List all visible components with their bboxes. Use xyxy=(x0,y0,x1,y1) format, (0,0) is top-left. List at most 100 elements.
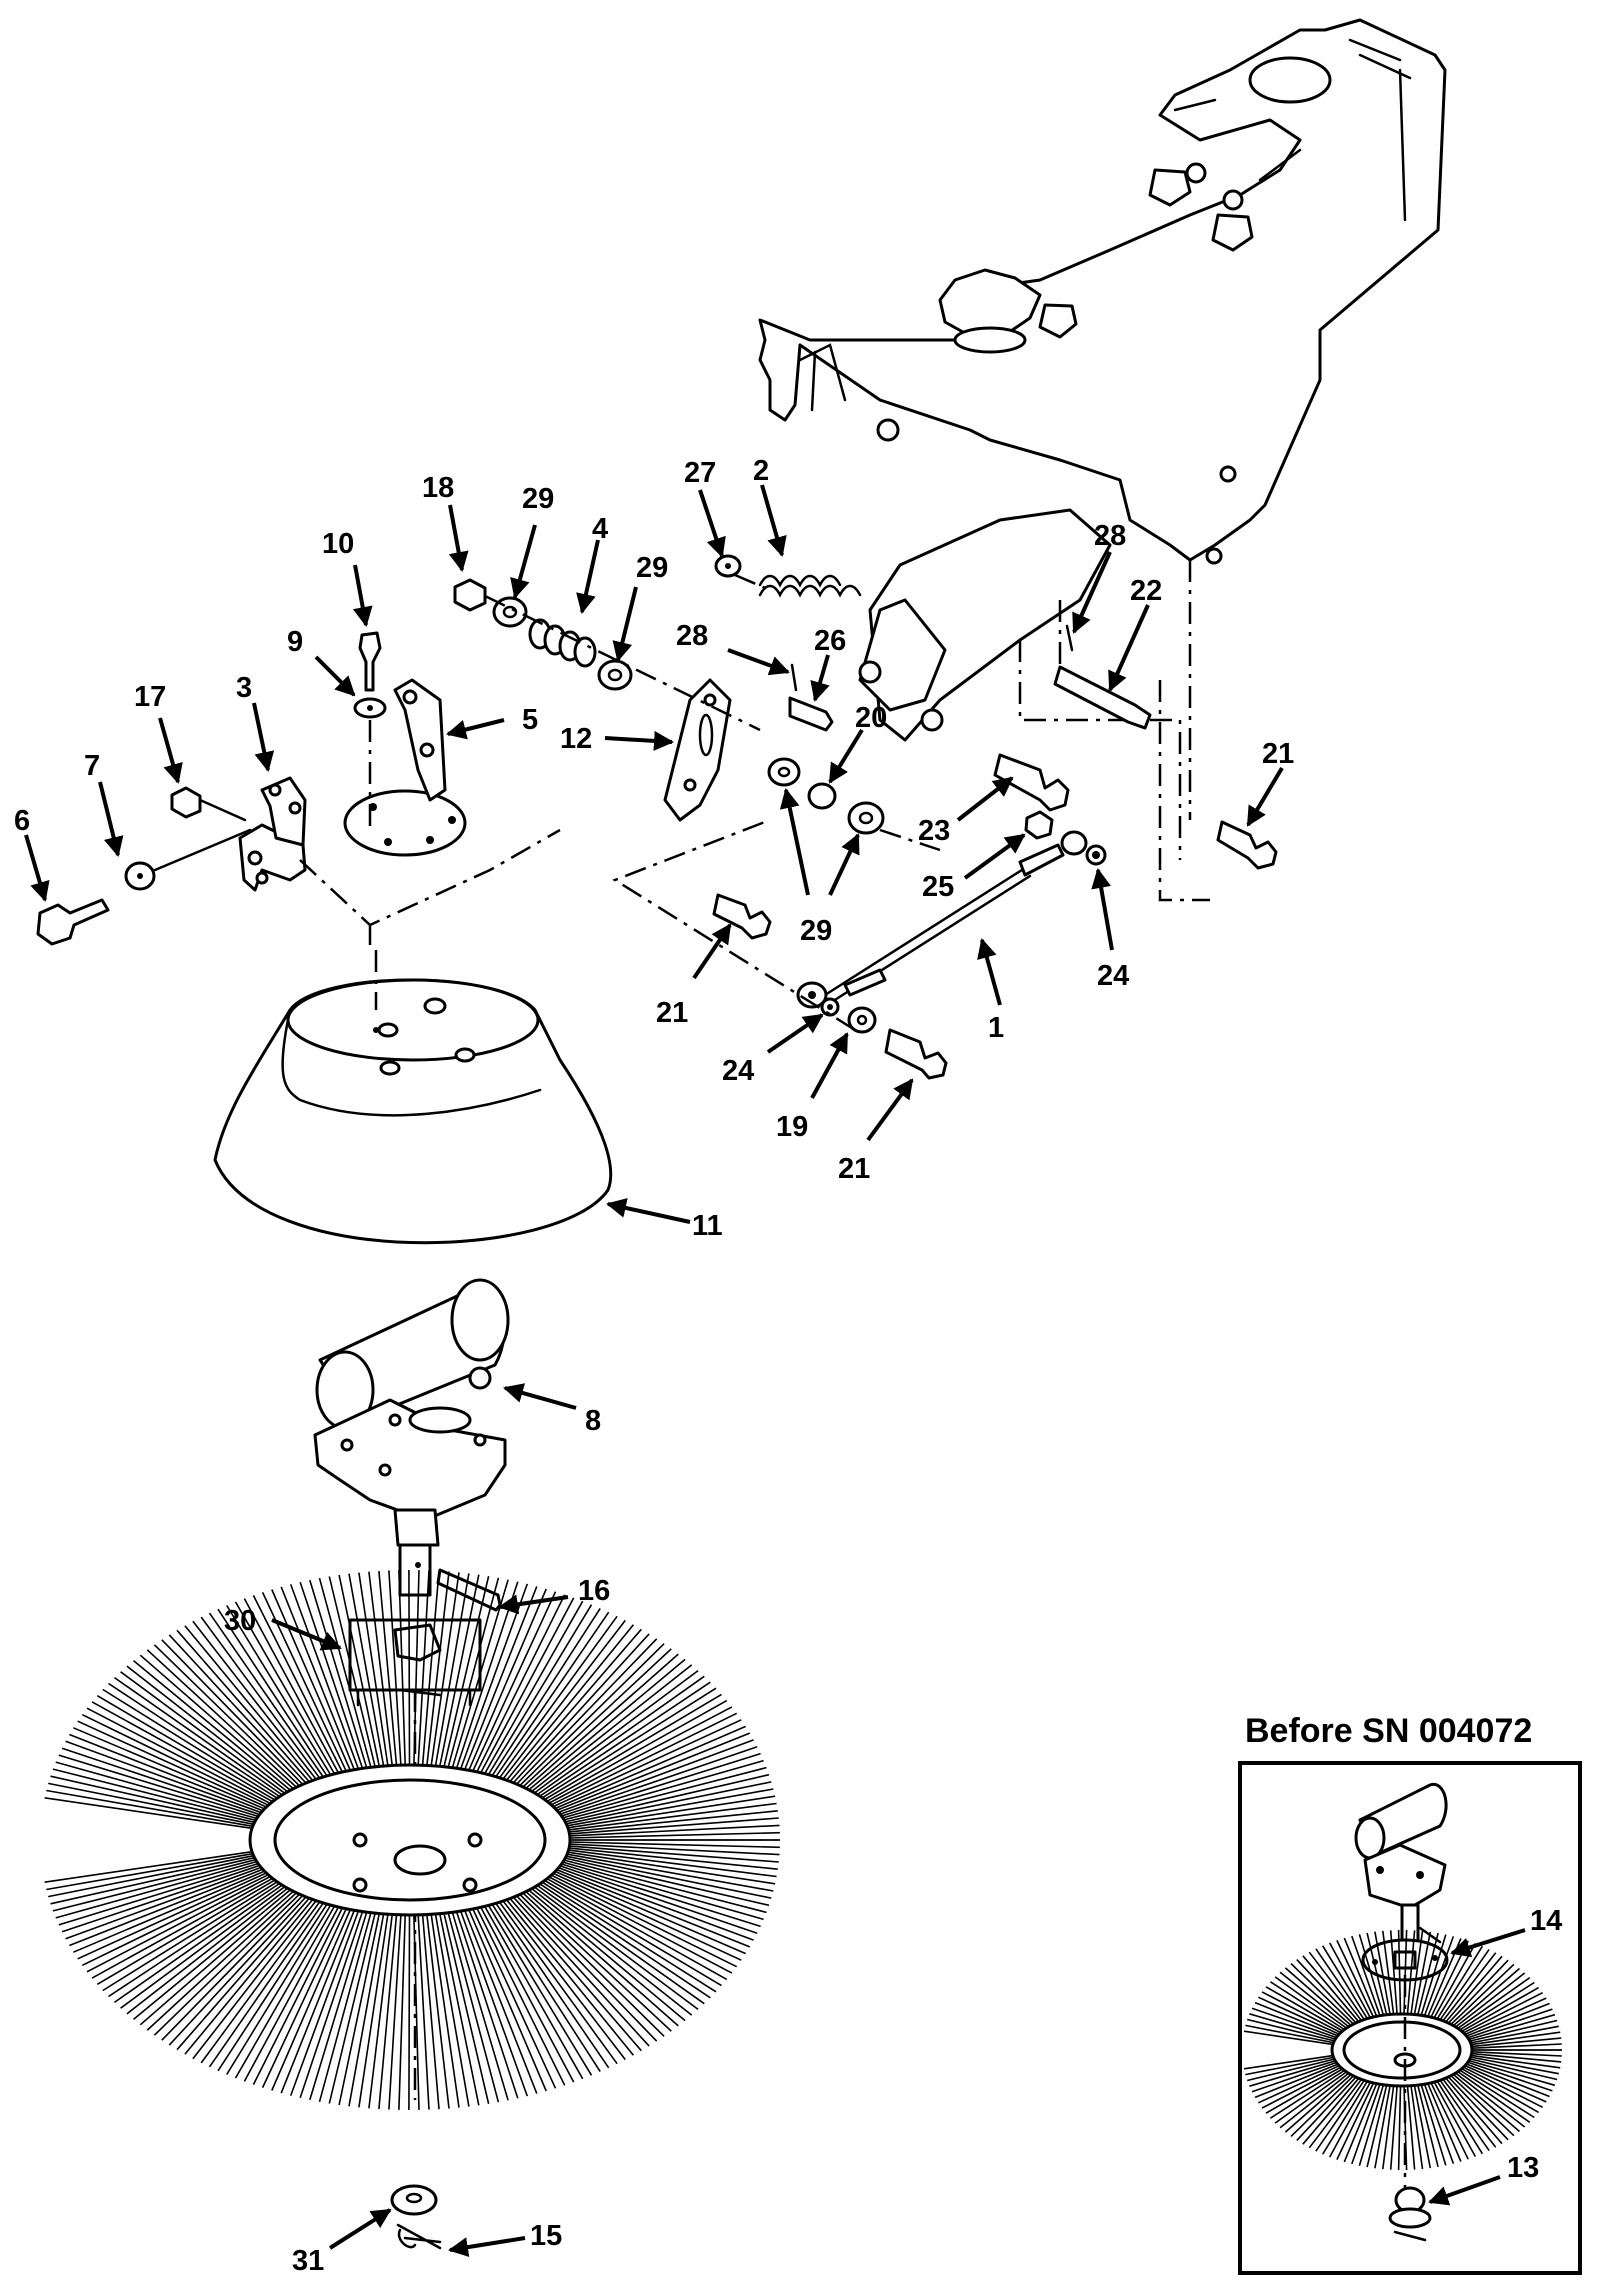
bristle xyxy=(495,1611,610,1778)
bristle xyxy=(534,1669,699,1794)
bristle xyxy=(1251,2007,1337,2039)
bristle xyxy=(525,1891,679,2027)
bristle xyxy=(1274,1976,1347,2029)
bristle xyxy=(505,1624,635,1781)
bristle xyxy=(1254,2001,1338,2037)
bristle xyxy=(509,1897,642,2052)
callout-23: 23 xyxy=(918,815,950,847)
bristle xyxy=(146,1649,297,1788)
bristle xyxy=(408,1914,411,2111)
bristle xyxy=(417,1914,430,2110)
bristle xyxy=(1450,1963,1515,2025)
bristle xyxy=(1436,1945,1484,2020)
bristle xyxy=(443,1576,490,1767)
bristle xyxy=(434,1573,470,1767)
bristle xyxy=(226,1904,332,2075)
bolt-21-middle xyxy=(712,893,772,940)
bristle xyxy=(550,1874,738,1968)
bolt-10 xyxy=(358,631,382,692)
motor-mount-plate xyxy=(343,678,467,857)
cotter-pin-28-left xyxy=(790,663,798,692)
bristle xyxy=(472,1908,557,2089)
bristle xyxy=(1470,2025,1559,2044)
callout-12: 12 xyxy=(560,723,592,755)
bristle xyxy=(1442,2078,1497,2148)
bristle xyxy=(1471,2037,1562,2048)
bristle xyxy=(464,1910,538,2094)
bristle xyxy=(1410,1930,1424,2015)
bristle xyxy=(81,1874,269,1967)
bristle xyxy=(1461,1986,1539,2032)
bristle xyxy=(139,1654,294,1790)
callout-29-top-left: 29 xyxy=(522,483,554,515)
bristle xyxy=(48,1854,254,1898)
bolt-21-lower xyxy=(884,1028,948,1080)
bristle xyxy=(1439,1948,1490,2021)
bristle xyxy=(434,1913,470,2107)
bristle xyxy=(1358,1934,1385,2016)
bristle xyxy=(541,1687,717,1799)
bristle xyxy=(1445,2077,1503,2145)
bristle xyxy=(546,1878,728,1981)
bristle xyxy=(468,1588,547,1771)
bristle xyxy=(1374,2085,1391,2169)
bristle xyxy=(1452,1967,1521,2027)
bristle xyxy=(1397,1929,1402,2015)
washer-29-lower-left xyxy=(767,757,801,787)
inset-title: Before SN 004072 xyxy=(1245,1712,1532,1750)
callout-2: 2 xyxy=(753,455,769,487)
bristle xyxy=(1343,1937,1378,2017)
bristle xyxy=(565,1773,770,1823)
bristle xyxy=(1382,2085,1395,2170)
bristle xyxy=(569,1824,780,1837)
bristle xyxy=(1423,1936,1455,2017)
bristle xyxy=(338,1913,381,2106)
bristle xyxy=(81,1713,269,1806)
bristle xyxy=(243,1598,340,1774)
bristle xyxy=(1290,2075,1354,2137)
bristle xyxy=(44,1850,253,1883)
bristle xyxy=(318,1912,372,2103)
bristle xyxy=(184,1898,314,2055)
callout-3: 3 xyxy=(236,672,252,704)
bristle xyxy=(1358,2084,1385,2166)
clip-15 xyxy=(396,2223,442,2250)
bristle xyxy=(1336,2082,1375,2160)
pin-26 xyxy=(788,696,834,732)
callout-26: 26 xyxy=(814,625,846,657)
bristle xyxy=(226,1605,332,1776)
bristle xyxy=(50,1856,255,1905)
bristle xyxy=(153,1893,301,2036)
bristle xyxy=(1466,2002,1550,2037)
bristle xyxy=(378,1914,398,2110)
bristle xyxy=(1455,1972,1526,2028)
bristle xyxy=(484,1600,584,1775)
bristle xyxy=(1284,2073,1352,2133)
bristle xyxy=(69,1868,263,1947)
bristle xyxy=(1455,2072,1526,2128)
bristle xyxy=(1439,2079,1490,2152)
bristle xyxy=(558,1867,754,1941)
bristle xyxy=(358,1572,389,1766)
bristle xyxy=(1247,2058,1335,2082)
mount-bracket xyxy=(238,776,307,892)
bristle xyxy=(108,1682,281,1798)
callout-25: 25 xyxy=(922,871,954,903)
bristle xyxy=(539,1883,711,1999)
bristle xyxy=(480,1906,575,2083)
bristle xyxy=(1257,2065,1340,2104)
bristle xyxy=(491,1607,601,1777)
bolt-23 xyxy=(993,753,1070,812)
bristle xyxy=(487,1604,593,1776)
bristle xyxy=(541,1881,717,1993)
bristle xyxy=(73,1727,265,1810)
bristle xyxy=(120,1886,286,2009)
bristle xyxy=(1430,2082,1469,2160)
callout-30: 30 xyxy=(224,1605,256,1637)
bristle xyxy=(531,1664,693,1793)
bristle xyxy=(1279,1971,1350,2028)
callout-16: 16 xyxy=(578,1575,610,1607)
bristle xyxy=(1420,1934,1447,2016)
bristle xyxy=(569,1831,780,1839)
bristle xyxy=(1351,1935,1381,2017)
